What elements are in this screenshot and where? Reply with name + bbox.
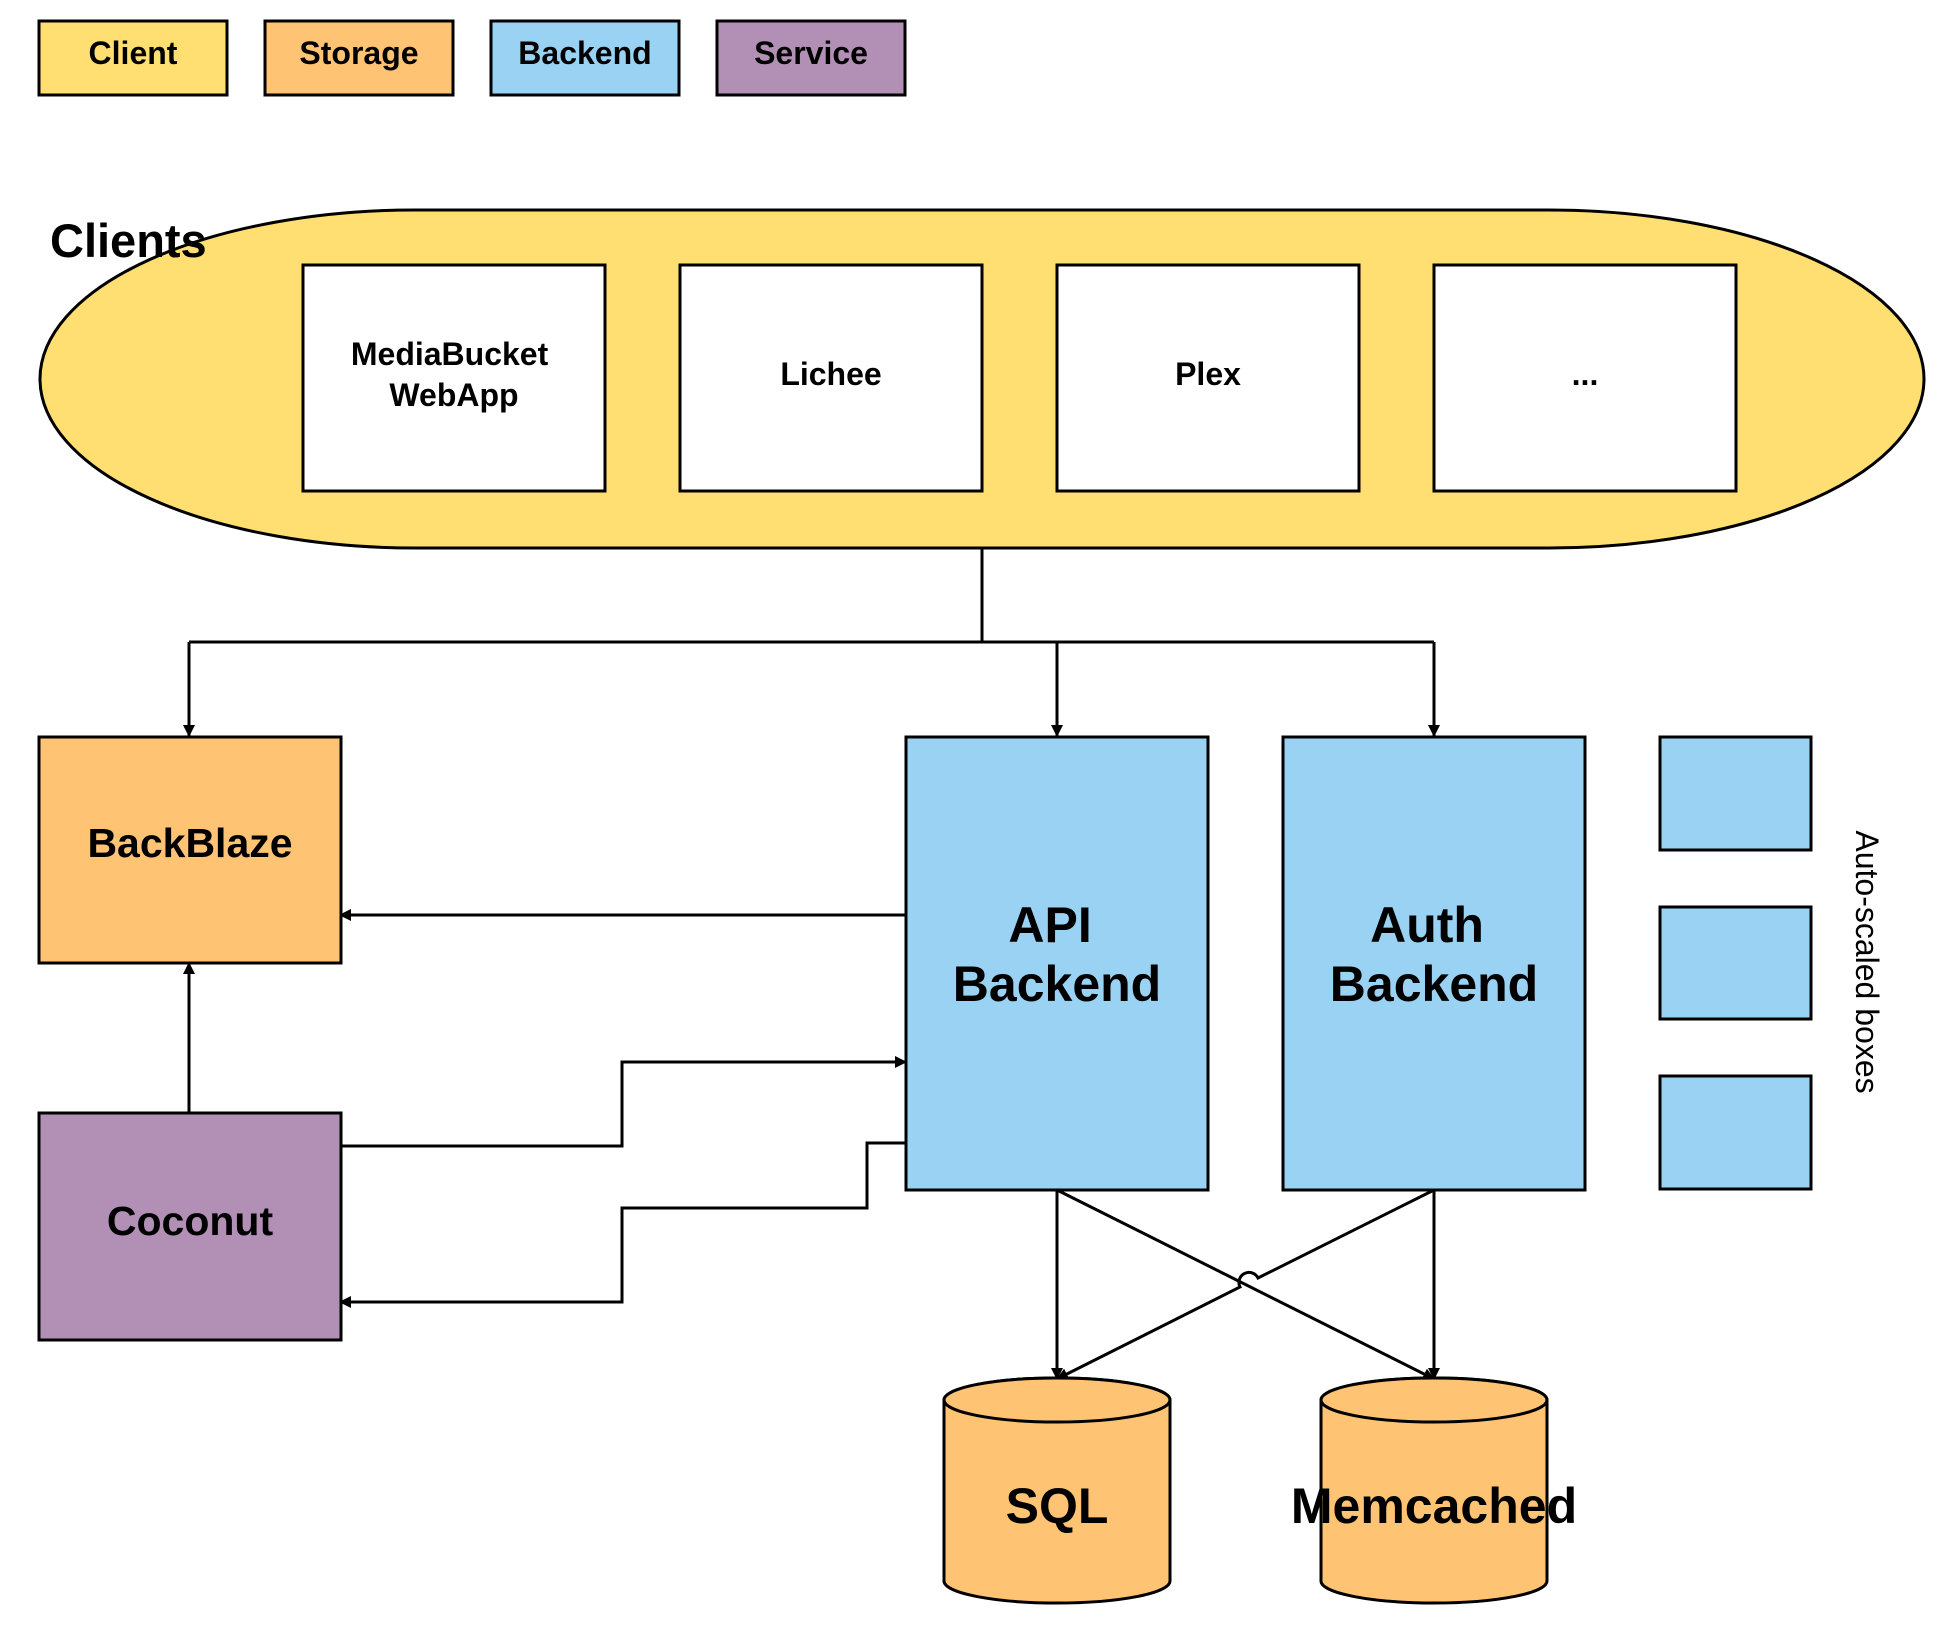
legend-service-label: Service xyxy=(754,35,868,71)
api-backend-line2: Backend xyxy=(953,956,1161,1012)
legend-service: Service xyxy=(715,19,907,97)
client-mediabucket-label: MediaBucket WebApp xyxy=(351,336,557,413)
legend-storage-swatch xyxy=(263,19,455,97)
legend-storage-label: Storage xyxy=(299,35,418,71)
coconut-label: Coconut xyxy=(107,1198,274,1244)
node-auth-backend: Auth Backend xyxy=(1281,735,1587,1192)
api-backend-box xyxy=(904,735,1210,1192)
auth-backend-line2: Backend xyxy=(1330,956,1538,1012)
client-mediabucket-line1: MediaBucket xyxy=(351,336,549,372)
node-sql: SQL xyxy=(942,1376,1172,1605)
api-backend-line1: API xyxy=(1008,897,1091,953)
auto-scaled-box xyxy=(1658,1074,1813,1191)
client-plex-box xyxy=(1055,263,1361,493)
sql-label: SQL xyxy=(1006,1478,1109,1534)
edge-api-to-coconut xyxy=(339,1141,906,1308)
node-memcached: Memcached xyxy=(1291,1376,1577,1605)
memcached-cylinder-top xyxy=(1319,1376,1549,1424)
coconut-box xyxy=(37,1111,343,1342)
legend-storage: Storage xyxy=(263,19,455,97)
memcached-label: Memcached xyxy=(1291,1478,1577,1534)
client-more: ... xyxy=(1432,263,1738,493)
connectors xyxy=(183,548,1440,1381)
auto-scaled-group: Auto-scaled boxes xyxy=(1658,735,1885,1191)
auto-scaled-box xyxy=(1658,735,1813,852)
node-api-backend: API Backend xyxy=(904,735,1210,1192)
sql-cylinder-top xyxy=(942,1376,1172,1424)
backblaze-box xyxy=(37,735,343,965)
legend: Client Storage Backend Service xyxy=(37,19,907,97)
auth-backend-label: Auth Backend xyxy=(1330,897,1538,1012)
auth-backend-line1: Auth xyxy=(1370,897,1484,953)
client-more-box xyxy=(1432,263,1738,493)
legend-backend-swatch xyxy=(489,19,681,97)
legend-backend: Backend xyxy=(489,19,681,97)
edge-auth-to-sql xyxy=(1056,1188,1435,1381)
node-backblaze: BackBlaze xyxy=(37,735,343,965)
legend-client: Client xyxy=(37,19,229,97)
client-lichee-box xyxy=(678,263,984,493)
legend-client-swatch xyxy=(37,19,229,97)
client-mediabucket-line2: WebApp xyxy=(389,377,518,413)
auth-backend-box xyxy=(1281,735,1587,1192)
client-lichee: Lichee xyxy=(678,263,984,493)
backblaze-label: BackBlaze xyxy=(87,820,292,866)
client-more-label: ... xyxy=(1572,356,1599,392)
client-plex: Plex xyxy=(1055,263,1361,493)
legend-backend-label: Backend xyxy=(518,35,651,71)
edge-coconut-to-api xyxy=(340,1056,907,1148)
edge-api-to-memcached xyxy=(1056,1188,1435,1381)
client-mediabucket-box xyxy=(301,263,607,493)
auto-scaled-label: Auto-scaled boxes xyxy=(1849,830,1885,1093)
clients-group-title: Clients xyxy=(50,214,207,267)
legend-service-swatch xyxy=(715,19,907,97)
api-backend-label: API Backend xyxy=(953,897,1161,1012)
client-mediabucket: MediaBucket WebApp xyxy=(301,263,607,493)
client-lichee-label: Lichee xyxy=(780,356,881,392)
client-plex-label: Plex xyxy=(1175,356,1241,392)
node-coconut: Coconut xyxy=(37,1111,343,1342)
legend-client-label: Client xyxy=(89,35,178,71)
clients-group: Clients MediaBucket WebApp Lichee Plex .… xyxy=(38,208,1926,550)
auto-scaled-box xyxy=(1658,905,1813,1021)
